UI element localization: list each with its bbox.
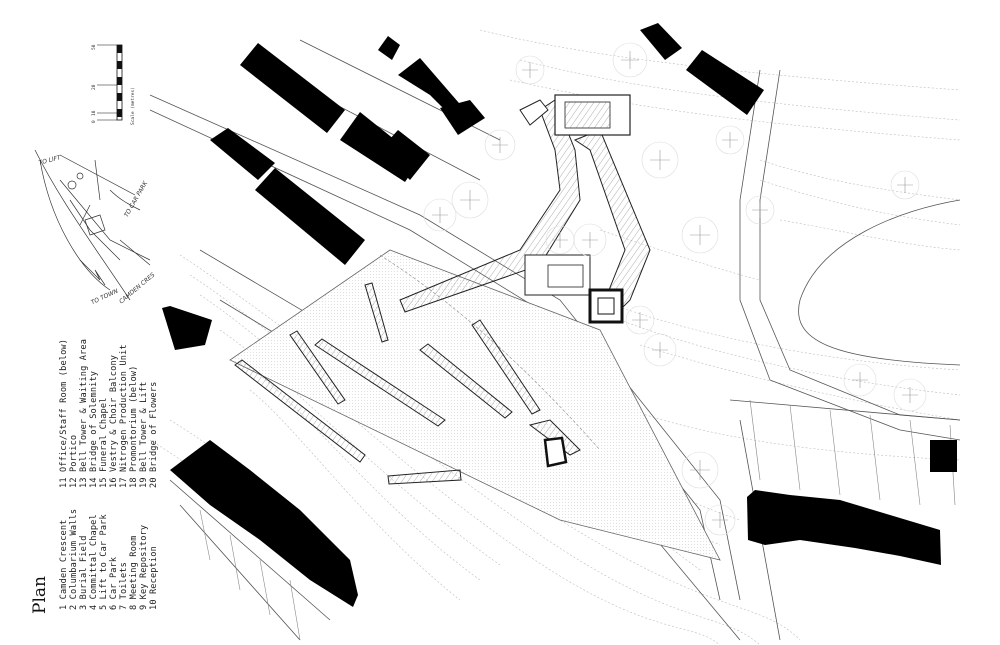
legend-item: 8 Meeting Room — [129, 535, 139, 610]
legend-item: 18 Promontorium (below) — [129, 365, 139, 488]
legend-item: 19 Bell Tower & Lift — [139, 381, 149, 488]
property-lines — [199, 399, 956, 641]
legend-item: 17 Nitrogen Production Unit — [119, 344, 129, 488]
legend-item: 7 Toilets — [119, 562, 129, 610]
legend-item: 9 Key Repository — [139, 524, 149, 610]
surrounding-buildings — [162, 23, 957, 607]
scale-bar — [97, 44, 123, 121]
legend-item: 16 Vestry & Choir Balcony — [109, 354, 119, 488]
legend-item: 20 Bridge of Flowers — [149, 381, 159, 488]
legend-item: 4 Committal Chapel — [89, 514, 99, 610]
legend-item: 10 Reception — [149, 546, 159, 610]
chapel-complex — [399, 94, 651, 468]
legend-item: 5 Lift to Car Park — [99, 514, 109, 610]
legend-item: 11 Office/Staff Room (below) — [59, 338, 69, 488]
scale-tick: 0 — [92, 120, 97, 123]
legend-item: 1 Camden Crescent — [59, 519, 69, 610]
legend-item: 13 Bell Tower & Waiting Area — [79, 338, 89, 488]
columbarium-walls — [234, 282, 581, 485]
legend-column-2: 11 Office/Staff Room (below) 12 Portico … — [59, 339, 159, 488]
legend-item: 15 Funeral Chapel — [99, 397, 109, 488]
legend-column-1: 1 Camden Crescent 2 Columbarium Walls 3 … — [59, 509, 159, 610]
trees — [423, 42, 927, 536]
legend-item: 12 Portico — [69, 434, 79, 488]
legend-item: 14 Bridge of Solemnity — [89, 370, 99, 488]
plan-title: Plan — [30, 576, 50, 614]
legend-item: 2 Columbarium Walls — [69, 508, 79, 610]
concept-sketch — [34, 149, 151, 301]
burial-field — [229, 249, 721, 561]
legend-item: 3 Burial Field — [79, 535, 89, 610]
scale-label: Scale (metres) — [131, 87, 136, 125]
scale-tick: 10 — [92, 110, 97, 116]
scale-tick: 20 — [92, 84, 97, 90]
scale-tick: 50 — [92, 44, 97, 50]
legend-item: 6 Car Park — [109, 556, 119, 610]
